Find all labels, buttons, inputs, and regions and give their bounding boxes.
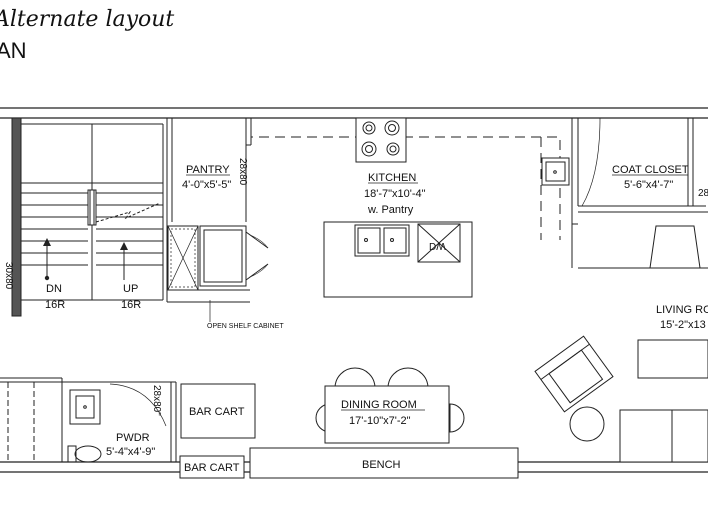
pantry-size: 4'-0"x5'-5" bbox=[182, 179, 231, 191]
cooktop bbox=[355, 117, 407, 163]
dishwasher-label: DW bbox=[429, 240, 446, 251]
stair-dn-label: DN bbox=[46, 283, 62, 295]
kitchen-island bbox=[323, 221, 473, 298]
powder-door-label: 28x80" bbox=[151, 385, 162, 416]
bar-cart-2-label: BAR CART bbox=[184, 462, 240, 474]
dining-room-name: DINING ROOM bbox=[341, 399, 417, 411]
bar-cart-2 bbox=[179, 455, 245, 479]
bar-cart-1-label: BAR CART bbox=[189, 406, 245, 418]
stair-up-arrow-icon bbox=[120, 242, 128, 250]
stair-door-label: 30x80 bbox=[3, 262, 14, 290]
kitchen-size: 18'-7"x10'-4" bbox=[364, 188, 426, 200]
powder-room bbox=[0, 377, 177, 463]
sink bbox=[541, 157, 570, 186]
powder-size: 5'-4"x4'-9" bbox=[106, 446, 155, 458]
coat-closet-walls bbox=[571, 117, 708, 269]
kitchen-name: KITCHEN bbox=[368, 172, 416, 184]
plan-subtitle: AN bbox=[0, 38, 27, 63]
pantry-name: PANTRY bbox=[186, 164, 230, 176]
staircase bbox=[11, 117, 164, 317]
dining-set bbox=[315, 367, 465, 444]
stair-arrow-icon bbox=[43, 238, 51, 246]
stair-dot-icon bbox=[44, 275, 50, 281]
dining-room-size: 17'-10"x7'-2" bbox=[349, 415, 411, 427]
coat-closet-size: 5'-6"x4'-7" bbox=[624, 179, 673, 191]
pantry-walls bbox=[166, 118, 269, 303]
powder-name: PWDR bbox=[116, 432, 150, 444]
kitchen-note: w. Pantry bbox=[367, 204, 414, 216]
stair-up-label: UP bbox=[123, 283, 138, 295]
living-room-name: LIVING RO bbox=[656, 304, 708, 316]
bench bbox=[249, 447, 519, 479]
coat-closet-name: COAT CLOSET bbox=[612, 164, 689, 176]
bar-cart-1 bbox=[180, 383, 256, 439]
pantry-door-label: 28x80 bbox=[237, 158, 248, 186]
stair-up-risers: 16R bbox=[121, 299, 141, 311]
bench-label: BENCH bbox=[362, 459, 401, 471]
living-room-size: 15'-2"x13 bbox=[660, 319, 706, 331]
living-furniture bbox=[534, 335, 708, 463]
open-shelf-label: OPEN SHELF CABINET bbox=[207, 323, 284, 330]
plan-title: Alternate layout bbox=[0, 7, 174, 32]
coat-closet-door-label: 28x bbox=[698, 188, 708, 199]
stair-dn-risers: 16R bbox=[45, 299, 65, 311]
